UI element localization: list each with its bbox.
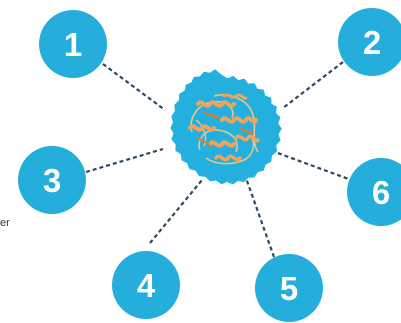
connector-6 <box>274 150 355 183</box>
node-1-number: 1 <box>64 26 82 63</box>
connector-1 <box>102 63 166 111</box>
hub-badge <box>170 69 282 185</box>
node-6-circle <box>347 158 401 226</box>
node-4: 4 <box>112 251 180 319</box>
protein-structure-icon <box>188 93 260 165</box>
node-1-circle <box>39 10 107 78</box>
connector-3 <box>85 147 164 174</box>
node-3-number: 3 <box>43 162 61 199</box>
node-1: 1 <box>39 10 107 78</box>
node-4-number: 4 <box>137 267 156 304</box>
clipped-edge-text: er <box>0 217 10 229</box>
node-6-number: 6 <box>372 174 390 211</box>
connector-2 <box>282 61 344 109</box>
connector-4 <box>149 179 203 244</box>
node-6: 6 <box>347 158 401 226</box>
node-4-circle <box>112 251 180 319</box>
connector-5 <box>244 177 276 258</box>
node-3-circle <box>18 146 86 214</box>
connectors <box>85 61 355 258</box>
node-5: 5 <box>255 254 323 322</box>
node-5-number: 5 <box>280 270 298 307</box>
hub <box>170 69 282 185</box>
node-3: 3 <box>18 146 86 214</box>
node-5-circle <box>255 254 323 322</box>
node-2-circle <box>338 8 401 76</box>
node-2-number: 2 <box>363 24 381 61</box>
node-2: 2 <box>338 8 401 76</box>
